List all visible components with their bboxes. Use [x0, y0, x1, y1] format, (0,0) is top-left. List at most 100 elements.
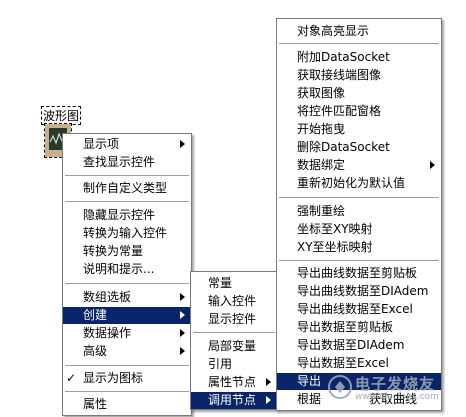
menu-item-properties[interactable]: 属性: [63, 396, 191, 413]
menu-separator: [65, 175, 189, 177]
menu-item-label: 删除DataSocket: [297, 140, 390, 154]
watermark-text: 电子发烧友: [355, 375, 436, 393]
menu-item-label: 导出数据至Excel: [297, 356, 389, 370]
menu-item-export-plot-excel[interactable]: 导出曲线数据至Excel: [277, 301, 441, 318]
menu-item-label: 导出数据至剪贴板: [297, 320, 394, 334]
menu-separator: [65, 365, 189, 367]
menu-item-constant[interactable]: 常量: [191, 275, 277, 292]
menu-item-export-data-diadem[interactable]: 导出数据至DIAdem: [277, 337, 441, 354]
menu-item-label: 常量: [208, 276, 233, 290]
menu-item-get-terminal-image[interactable]: 获取接线端图像: [277, 67, 441, 84]
menu-item-display-items[interactable]: 显示项: [63, 136, 191, 153]
menu-item-change-to-control[interactable]: 转换为输入控件: [63, 225, 191, 242]
menu-item-label: 导出: [297, 374, 322, 388]
submenu-arrow-icon: [266, 378, 271, 386]
menu-item-label: 导出曲线数据至Excel: [297, 302, 413, 316]
submenu-arrow-icon: [266, 396, 271, 404]
menu-item-control[interactable]: 输入控件: [191, 293, 277, 310]
submenu-arrow-icon: [180, 293, 185, 301]
menu-item-label: 将控件匹配窗格: [297, 104, 382, 118]
menu-item-local-variable[interactable]: 局部变量: [191, 338, 277, 355]
menu-item-view-as-icon[interactable]: ✓ 显示为图标: [63, 370, 191, 387]
menu-item-description-tips[interactable]: 说明和提示...: [63, 261, 191, 278]
menu-separator: [65, 391, 189, 393]
check-icon: ✓: [66, 371, 77, 385]
menu-item-label: 附加DataSocket: [297, 50, 390, 64]
menu-item-hide-indicator[interactable]: 隐藏显示控件: [63, 207, 191, 224]
watermark-url: www.elecfans.com: [355, 392, 439, 402]
menu-item-label: 说明和提示...: [83, 262, 155, 276]
menu-item-label-tail: 获取曲线: [369, 392, 418, 406]
menu-item-label: 数组选板: [83, 290, 132, 304]
menu-item-label: 转换为输入控件: [83, 226, 168, 240]
menu-item-label: 局部变量: [208, 339, 257, 353]
menu-item-export-plot-clipboard[interactable]: 导出曲线数据至剪贴板: [277, 265, 441, 282]
menu-item-export-data-excel[interactable]: 导出数据至Excel: [277, 355, 441, 372]
menu-item-data-operations[interactable]: 数据操作: [63, 325, 191, 342]
elecfans-logo-icon: [328, 375, 352, 399]
menu-item-indicator[interactable]: 显示控件: [191, 311, 277, 328]
submenu-arrow-icon: [180, 140, 185, 148]
menu-item-label: 转换为常量: [83, 244, 144, 258]
menu-item-label: 数据绑定: [297, 158, 346, 172]
menu-item-export-data-clipboard[interactable]: 导出数据至剪贴板: [277, 319, 441, 336]
menu-item-label: 属性: [83, 397, 108, 411]
menu-item-fit-control-to-pane[interactable]: 将控件匹配窗格: [277, 103, 441, 120]
menu-item-coord-to-xy[interactable]: 坐标至XY映射: [277, 221, 441, 238]
menu-item-label: 获取接线端图像: [297, 68, 382, 82]
menu-item-get-image[interactable]: 获取图像: [277, 85, 441, 102]
menu-item-start-drag[interactable]: 开始拖曳: [277, 121, 441, 138]
menu-item-label: 显示控件: [208, 312, 257, 326]
menu-item-find-indicator[interactable]: 查找显示控件: [63, 154, 191, 171]
menu-item-create[interactable]: 创建: [63, 307, 191, 324]
menu-item-label: 导出曲线数据至DIAdem: [297, 284, 429, 298]
menu-item-get-plot-from[interactable]: 根据 获取曲线: [277, 391, 441, 408]
menu-item-reference[interactable]: 引用: [191, 356, 277, 373]
menu-separator: [279, 260, 439, 262]
menu-item-label: 导出曲线数据至剪贴板: [297, 266, 418, 280]
menu-item-label: 获取图像: [297, 86, 346, 100]
menu-item-label: 根据: [297, 392, 322, 406]
menu-item-label: 制作自定义类型: [83, 181, 168, 195]
menu-item-label: 查找显示控件: [83, 155, 156, 169]
menu-item-export-plot-diadem[interactable]: 导出曲线数据至DIAdem: [277, 283, 441, 300]
menu-item-reinit-to-default[interactable]: 重新初始化为默认值: [277, 175, 441, 192]
menu-item-highlight-object[interactable]: 对象高亮显示: [277, 23, 441, 40]
menu-item-make-custom-type[interactable]: 制作自定义类型: [63, 180, 191, 197]
menu-item-label: 强制重绘: [297, 204, 346, 218]
menu-separator: [279, 43, 439, 45]
menu-item-label: 对象高亮显示: [297, 24, 370, 38]
menu-separator: [193, 332, 275, 334]
menu-item-label: 创建: [83, 308, 108, 322]
menu-item-label: 调用节点: [208, 393, 257, 407]
menu-item-label: 隐藏显示控件: [83, 208, 156, 222]
menu-item-label: 输入控件: [208, 294, 257, 308]
graph-caption: 波形图: [40, 106, 82, 125]
menu-item-label: XY至坐标映射: [297, 240, 373, 254]
menu-item-label: 属性节点: [208, 375, 257, 389]
menu-item-attach-datasocket[interactable]: 附加DataSocket: [277, 49, 441, 66]
menu-item-array-palette[interactable]: 数组选板: [63, 289, 191, 306]
menu-item-data-binding[interactable]: 数据绑定: [277, 157, 441, 174]
create-submenu: 常量 输入控件 显示控件 局部变量 引用 属性节点 调用节点: [190, 271, 278, 410]
menu-item-label: 显示为图标: [83, 371, 144, 385]
menu-item-label: 重新初始化为默认值: [297, 176, 406, 190]
menu-item-property-node[interactable]: 属性节点: [191, 374, 277, 391]
menu-item-xy-to-coord[interactable]: XY至坐标映射: [277, 239, 441, 256]
menu-item-force-redraw[interactable]: 强制重绘: [277, 203, 441, 220]
menu-item-label: 高级: [83, 344, 108, 358]
menu-separator: [65, 283, 189, 285]
menu-item-label: 引用: [208, 357, 233, 371]
menu-item-export-highlighted[interactable]: 导出: [277, 373, 441, 390]
menu-item-invoke-node[interactable]: 调用节点: [191, 392, 277, 409]
submenu-arrow-icon: [180, 347, 185, 355]
menu-item-label: 开始拖曳: [297, 122, 346, 136]
menu-item-change-to-constant[interactable]: 转换为常量: [63, 243, 191, 260]
menu-item-remove-datasocket[interactable]: 删除DataSocket: [277, 139, 441, 156]
menu-item-advanced[interactable]: 高级: [63, 343, 191, 360]
submenu-arrow-icon: [180, 329, 185, 337]
menu-separator: [65, 201, 189, 203]
menu-item-label: 导出数据至DIAdem: [297, 338, 405, 352]
invoke-node-submenu: 对象高亮显示 附加DataSocket 获取接线端图像 获取图像 将控件匹配窗格…: [276, 18, 442, 411]
submenu-arrow-icon: [180, 311, 185, 319]
